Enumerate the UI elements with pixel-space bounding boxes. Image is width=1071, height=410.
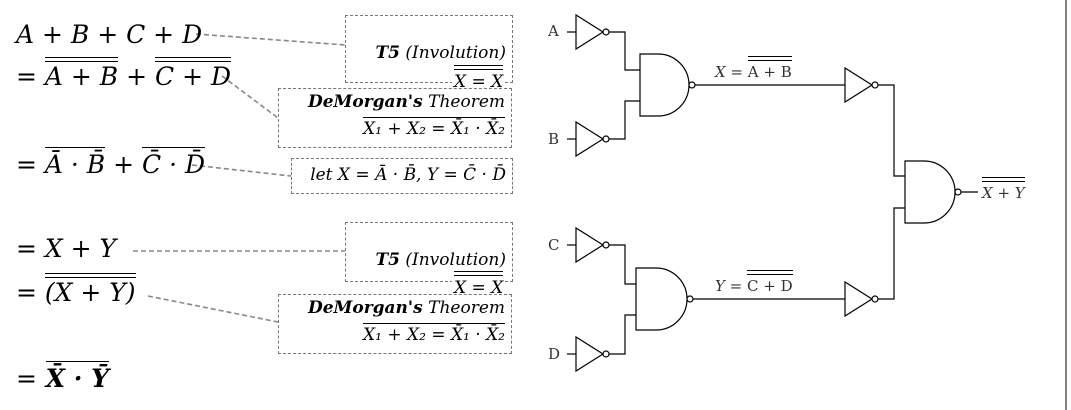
note-demorgan-2: DeMorgan's Theorem X₁ + X₂ = X̄₁ · X̄₂	[278, 294, 512, 354]
nand-gate-2	[635, 267, 845, 331]
output-label: X + Y	[982, 177, 1025, 202]
derivation-line-3: = Ā · B̄ + C̄ · D̄	[16, 147, 206, 179]
involution-formula-2: X = X	[452, 271, 506, 298]
demorgan-formula-1: X₁ + X₂ = X̄₁ · X̄₂	[363, 116, 505, 139]
wire-label-y: Y = C + D	[715, 270, 793, 295]
input-label-b: B	[548, 130, 560, 148]
inverter-b	[567, 100, 640, 158]
expr-x-plus-y: = X + Y	[16, 234, 117, 263]
nand-gate-1	[639, 53, 845, 117]
note-involution-1: T5 (Involution)	[345, 15, 513, 83]
note-involution-2: T5 (Involution)	[345, 222, 513, 282]
expr-double-bar-x-plus-y: (X + Y)	[44, 278, 136, 307]
input-label-a: A	[548, 22, 559, 40]
input-label-d: D	[548, 345, 561, 363]
nand-gate-output	[904, 160, 978, 224]
expr-bar-c-dot-d: C̄ · D̄	[142, 147, 206, 179]
expr-double-bar-c-plus-d: C + D	[155, 62, 232, 91]
inverter-y	[844, 207, 905, 318]
derivation-line-2: = A + B + C + D	[16, 57, 232, 91]
expr-double-bar-a-plus-b: A + B	[44, 62, 119, 91]
note-demorgan-1: DeMorgan's Theorem X₁ + X₂ = X̄₁ · X̄₂	[278, 88, 512, 148]
inverter-d	[567, 314, 636, 373]
expr-bar-x-dot-y: X̄ · Ȳ	[45, 361, 110, 393]
inverter-x	[844, 66, 905, 177]
inverter-a	[567, 13, 640, 71]
expr-bar-a-dot-b: Ā · B̄	[44, 147, 106, 179]
derivation-line-1: A + B + C + D	[16, 22, 202, 47]
derivation-line-5: = (X + Y)	[16, 273, 136, 307]
inverter-c	[567, 226, 636, 285]
demorgan-formula-2: X₁ + X₂ = X̄₁ · X̄₂	[363, 322, 505, 345]
note-let-x-y: let X = Ā · B̄, Y = C̄ · D̄	[291, 158, 513, 194]
input-label-c: C	[548, 236, 560, 254]
expr-a-b-c-d: A + B + C + D	[16, 20, 203, 49]
derivation-line-6: = X̄ · Ȳ	[16, 361, 110, 393]
derivation-line-4: = X + Y	[16, 236, 116, 261]
wire-label-x: X = A + B	[715, 56, 792, 81]
involution-formula-1: X = X	[452, 65, 506, 92]
